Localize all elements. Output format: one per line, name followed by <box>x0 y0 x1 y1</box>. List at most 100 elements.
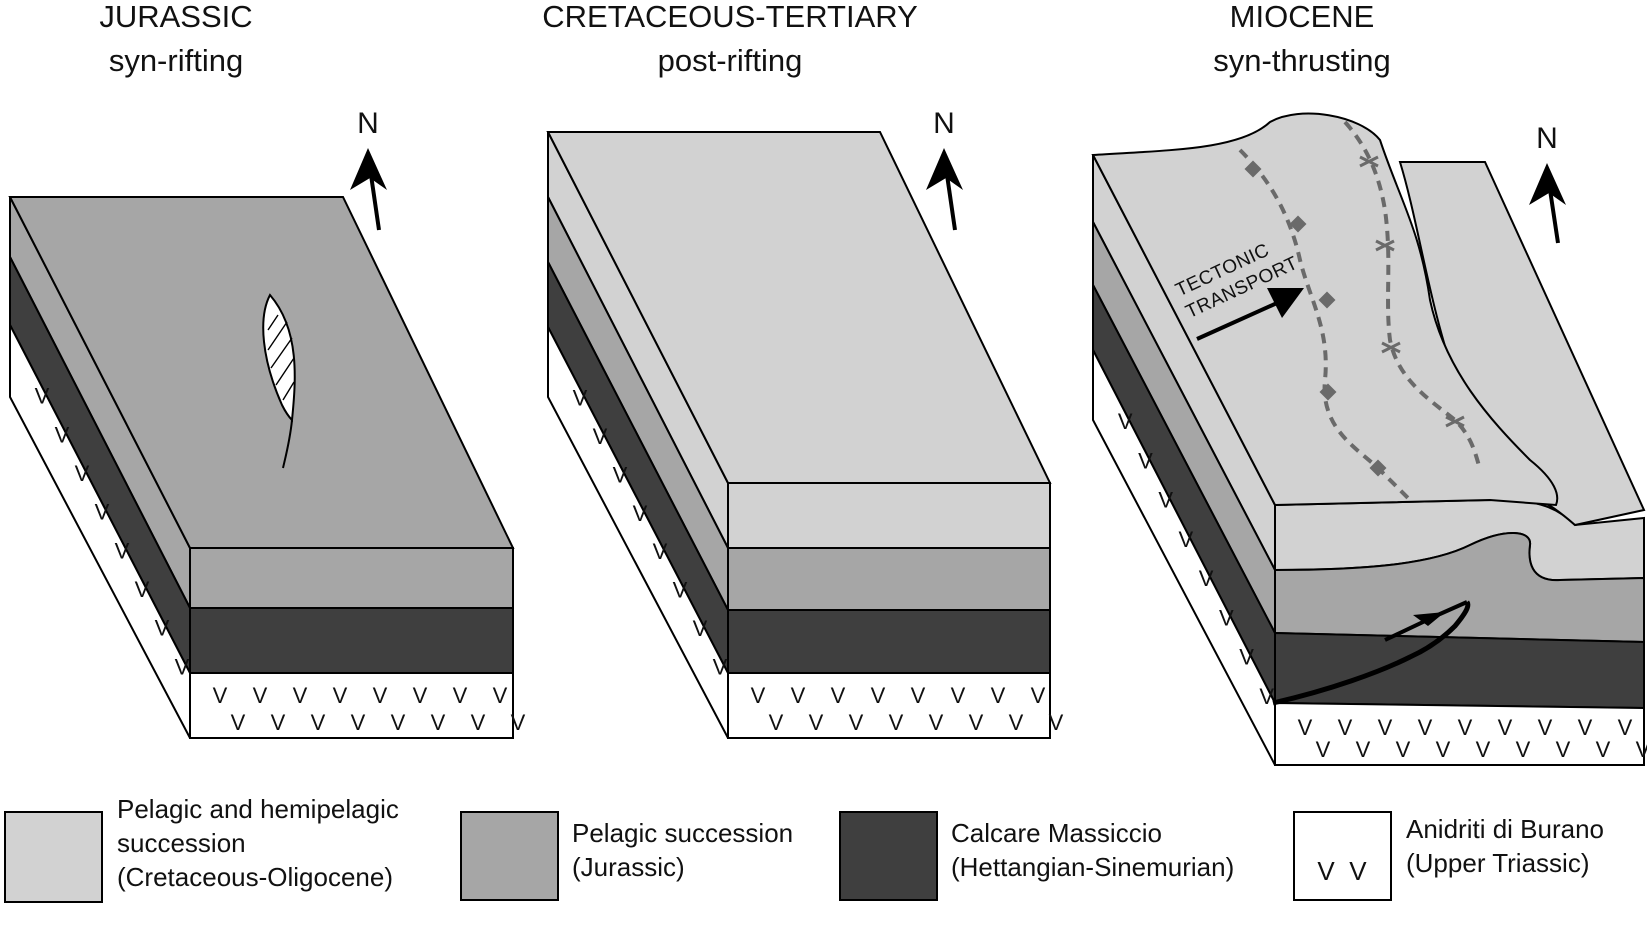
syncline-axis-markers <box>1359 155 1465 428</box>
v-mark-68: V <box>1158 488 1173 513</box>
rift-hatching <box>267 314 295 401</box>
north-arrow-2: N <box>926 107 963 231</box>
legend-3-line1: Calcare Massiccio <box>951 818 1162 848</box>
v-mark-6: V <box>333 683 348 708</box>
north-arrow-3: N <box>1529 122 1566 244</box>
v-mark-41: V <box>1476 737 1491 762</box>
v-mark-61: V <box>633 501 648 526</box>
panel-title-miocene: MIOCENE syn-thrusting <box>1213 0 1390 78</box>
rift-fault-trace <box>282 419 293 469</box>
legend-swatch-v-symbol: V V <box>1317 856 1367 886</box>
block-diagram-cretaceous-tertiary <box>546 131 1052 739</box>
v-mark-60: V <box>613 462 628 487</box>
v-mark-59: V <box>593 424 608 449</box>
v-mark-55: V <box>135 577 150 602</box>
v-mark-72: V <box>1239 645 1254 670</box>
block2-front-pelagic-jurassic <box>727 547 1051 611</box>
v-mark-45: V <box>1556 737 1571 762</box>
v-mark-51: V <box>55 422 70 447</box>
legend-3-line2: (Hettangian-Sinemurian) <box>951 852 1234 882</box>
legend-item-pelagic-hemipelagic: Pelagic and hemipelagic succession (Cret… <box>4 794 399 903</box>
v-mark-19: V <box>809 710 824 735</box>
v-mark-10: V <box>413 683 428 708</box>
panel-2-phase: post-rifting <box>658 43 803 78</box>
v-mark-13: V <box>471 710 486 735</box>
v-mark-52: V <box>75 461 90 486</box>
v-mark-5: V <box>311 710 326 735</box>
v-mark-22: V <box>871 683 886 708</box>
legend-1-line1: Pelagic and hemipelagic <box>117 794 399 824</box>
v-mark-63: V <box>673 578 688 603</box>
v-mark-20: V <box>831 683 846 708</box>
legend-2-line1: Pelagic succession <box>572 818 793 848</box>
v-mark-12: V <box>453 683 468 708</box>
v-mark-40: V <box>1458 715 1473 740</box>
v-mark-37: V <box>1396 737 1411 762</box>
v-mark-42: V <box>1498 715 1513 740</box>
v-mark-2: V <box>253 683 268 708</box>
thrust-fault <box>1272 600 1471 706</box>
v-mark-16: V <box>751 683 766 708</box>
block3-front-pelagic-jurassic <box>1274 532 1645 644</box>
legend-4-line2: (Upper Triassic) <box>1406 848 1589 878</box>
v-mark-26: V <box>951 683 966 708</box>
legend-item-anidriti-di-burano: V V Anidriti di Burano (Upper Triassic) <box>1293 811 1604 901</box>
v-mark-7: V <box>351 710 366 735</box>
v-mark-53: V <box>95 500 110 525</box>
legend-swatch-mid-gray <box>460 811 559 901</box>
v-mark-47: V <box>1596 737 1611 762</box>
block-diagram-jurassic <box>8 196 515 739</box>
v-mark-31: V <box>1049 710 1064 735</box>
v-mark-11: V <box>431 710 446 735</box>
panel-1-era: JURASSIC <box>99 0 252 34</box>
block2-front-calcare <box>727 609 1051 674</box>
v-mark-28: V <box>991 683 1006 708</box>
legend-swatch-dark-gray <box>839 811 938 901</box>
block1-front-anidriti <box>189 672 514 739</box>
block3-front-calcare <box>1274 631 1645 710</box>
v-mark-56: V <box>155 616 170 641</box>
block2-front-anidriti <box>727 672 1051 739</box>
v-mark-25: V <box>929 710 944 735</box>
legend: Pelagic and hemipelagic succession (Cret… <box>4 794 1604 903</box>
v-mark-54: V <box>115 538 130 563</box>
v-mark-3: V <box>271 710 286 735</box>
legend-swatch-white-v-pattern <box>1293 811 1392 901</box>
v-mark-24: V <box>911 683 926 708</box>
north-arrow-3-label: N <box>1536 122 1558 155</box>
block1-front-calcare <box>189 607 514 674</box>
v-mark-65: V <box>713 655 728 680</box>
panel-1-phase: syn-rifting <box>109 43 243 78</box>
v-mark-8: V <box>373 683 388 708</box>
block3-front-anidriti <box>1274 701 1645 766</box>
v-mark-35: V <box>1356 737 1371 762</box>
v-mark-57: V <box>175 654 190 679</box>
v-mark-27: V <box>969 710 984 735</box>
v-mark-62: V <box>653 539 668 564</box>
legend-1-line2: succession <box>117 828 246 858</box>
legend-2-line2: (Jurassic) <box>572 852 685 882</box>
legend-1-line3: (Cretaceous-Oligocene) <box>117 862 393 892</box>
legend-item-pelagic-jurassic: Pelagic succession (Jurassic) <box>460 811 793 901</box>
v-mark-36: V <box>1378 715 1393 740</box>
v-mark-73: V <box>1259 684 1274 709</box>
v-mark-48: V <box>1618 715 1633 740</box>
v-mark-9: V <box>391 710 406 735</box>
v-mark-33: V <box>1316 737 1331 762</box>
v-mark-15: V <box>511 710 526 735</box>
v-mark-38: V <box>1418 715 1433 740</box>
v-mark-4: V <box>293 683 308 708</box>
v-mark-0: V <box>213 683 228 708</box>
v-mark-32: V <box>1298 715 1313 740</box>
v-mark-18: V <box>791 683 806 708</box>
panel-2-era: CRETACEOUS-TERTIARY <box>542 0 918 34</box>
v-mark-50: V <box>35 384 50 409</box>
legend-item-calcare-massiccio: Calcare Massiccio (Hettangian-Sinemurian… <box>839 811 1234 901</box>
panel-3-phase: syn-thrusting <box>1213 43 1390 78</box>
panel-title-jurassic: JURASSIC syn-rifting <box>99 0 252 78</box>
v-mark-17: V <box>769 710 784 735</box>
v-mark-43: V <box>1516 737 1531 762</box>
legend-swatch-light-gray <box>4 811 103 903</box>
block1-front-pelagic-jurassic <box>189 547 514 609</box>
